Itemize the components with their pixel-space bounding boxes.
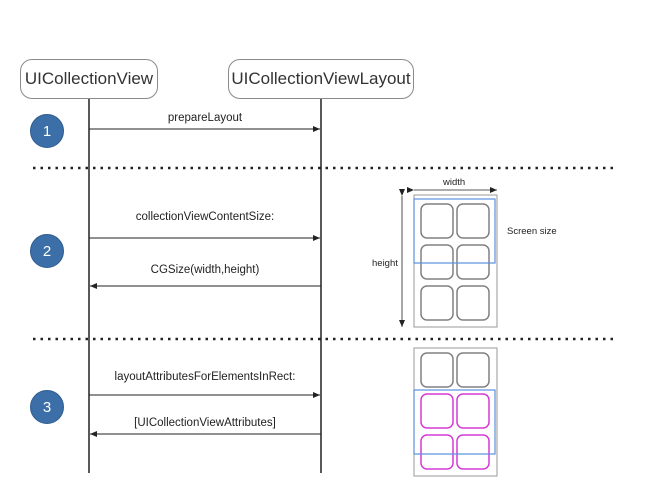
step-badge-1-number: 1 (42, 122, 52, 140)
message-prepare-layout: prepareLayout (167, 112, 243, 124)
width-label: width (443, 177, 466, 188)
step-badge-2-number: 2 (42, 242, 52, 260)
message-attributes-return: [UICollectionViewAttributes] (134, 417, 276, 429)
screen-rect-step3 (413, 389, 496, 455)
cell (456, 203, 490, 239)
message-layout-attributes: layoutAttributesForElementsInRect: (114, 371, 296, 383)
visible-cell (456, 434, 490, 470)
cells-step2 (420, 203, 490, 321)
message-content-size: collectionViewContentSize: (135, 211, 275, 223)
message-cgsize: CGSize(width,height) (150, 264, 260, 276)
cell (420, 352, 454, 388)
visible-cell (420, 393, 454, 429)
cell (420, 285, 454, 321)
step-badge-3: 3 (30, 390, 64, 424)
participant-collection-view: UICollectionView (20, 59, 158, 99)
participant-layout-label: UICollectionViewLayout (231, 69, 411, 88)
cell (420, 203, 454, 239)
cell (456, 352, 490, 388)
cell (420, 244, 454, 280)
participant-layout: UICollectionViewLayout (228, 59, 414, 99)
step-badge-2: 2 (30, 234, 64, 268)
cells-step3-offscreen (420, 352, 490, 388)
visible-cell (456, 393, 490, 429)
visible-cell (420, 434, 454, 470)
screen-size-label: Screen size (507, 226, 557, 237)
participant-collection-view-label: UICollectionView (24, 69, 154, 88)
content-area-step2 (413, 194, 498, 328)
height-label: height (372, 258, 398, 269)
cells-step3-visible (420, 393, 490, 470)
screen-rect-step2 (413, 198, 496, 264)
cell (456, 244, 490, 280)
cell (456, 285, 490, 321)
step-badge-1: 1 (30, 114, 64, 148)
step-badge-3-number: 3 (42, 398, 52, 416)
content-area-step3 (413, 347, 498, 477)
